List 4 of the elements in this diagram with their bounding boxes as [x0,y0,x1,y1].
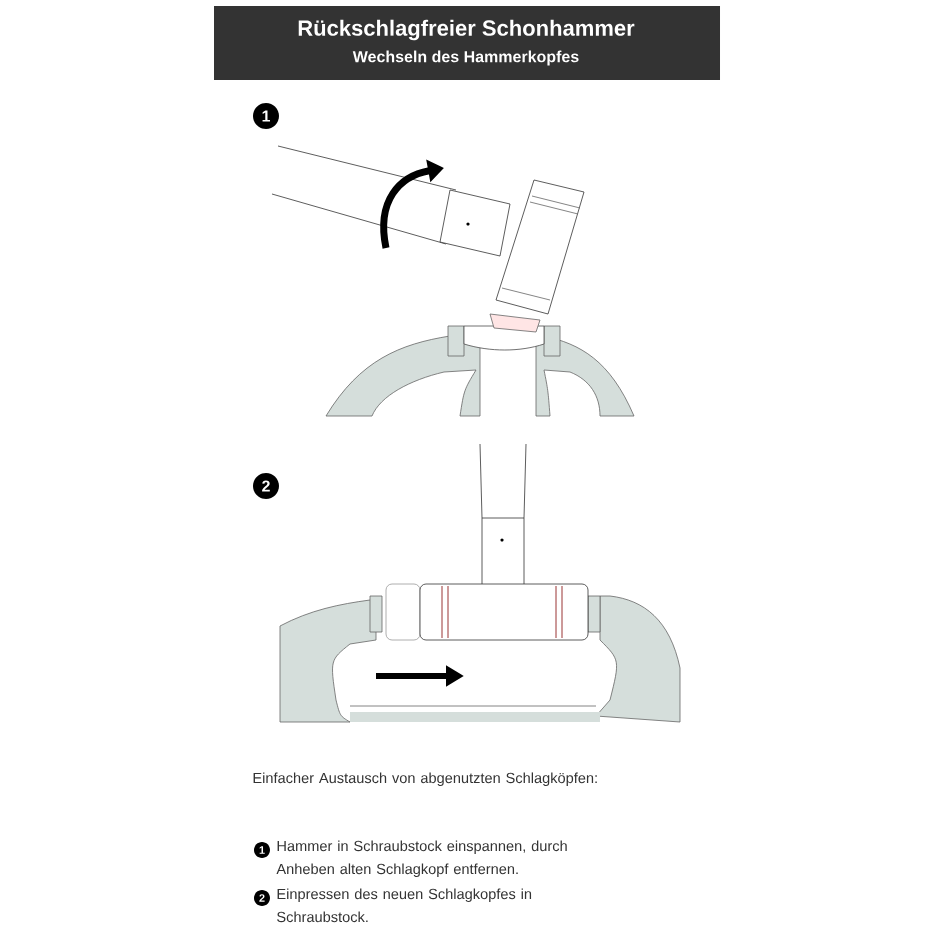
subtitle: Wechseln des Hammerkopfes [352,50,579,66]
step-number: 2 [253,473,279,499]
step-number: 1 [253,103,279,129]
title: Rückschlagfreier Schonhammer [298,19,635,41]
